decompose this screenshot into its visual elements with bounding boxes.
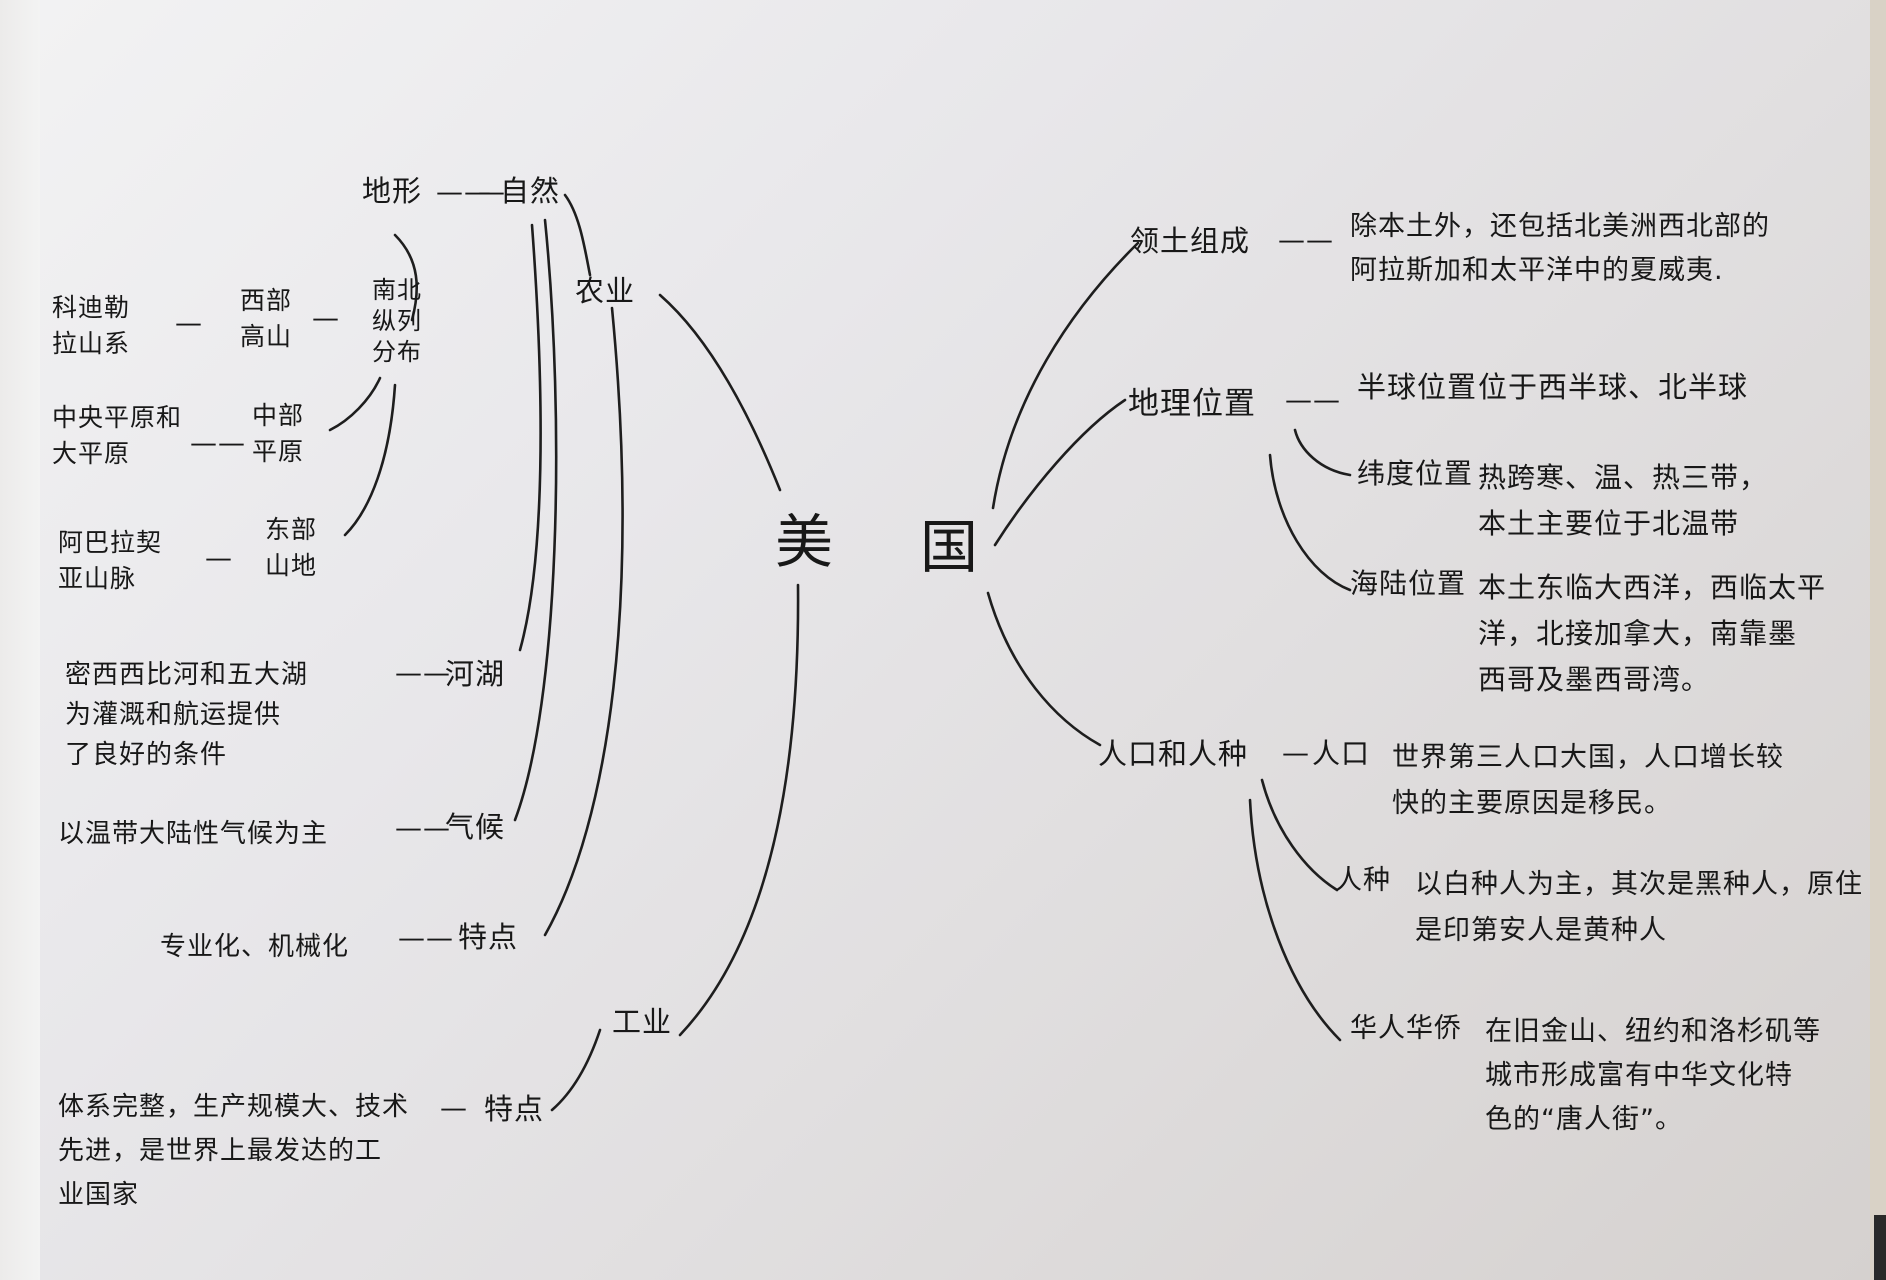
connector-dash: —	[312, 303, 340, 334]
location-sea-land-label: 海陆位置	[1350, 567, 1467, 600]
node-agriculture: 农业	[575, 274, 636, 308]
connector-dash: ——	[1278, 225, 1334, 256]
detail-agri-features: 专业化、机械化	[160, 932, 350, 962]
population-overseas-chinese-detail: 在旧金山、纽约和洛杉矶等 城市形成富有中华文化特 色的“唐人街”。	[1485, 1016, 1821, 1135]
center-title-char-1: 美	[775, 508, 835, 576]
connector-dash: —	[440, 1093, 468, 1124]
detail-region-west: 科迪勒 拉山系	[52, 293, 131, 358]
location-latitude-label: 纬度位置	[1357, 457, 1474, 490]
connector-dash: —	[205, 543, 233, 574]
node-terrain: 地形	[362, 174, 423, 208]
connector-dash: ——	[1285, 385, 1341, 416]
node-rivers: 河湖	[445, 657, 506, 691]
node-climate: 气候	[445, 810, 506, 844]
center-title-char-2: 国	[920, 513, 980, 581]
detail-climate: 以温带大陆性气候为主	[58, 819, 329, 849]
node-terrain-pattern: 南北 纵列 分布	[372, 276, 422, 366]
detail-region-central: 中央平原和 大平原	[52, 403, 183, 468]
population-overseas-chinese-label: 华人华侨	[1350, 1013, 1462, 1044]
connector-dash: —	[1282, 738, 1310, 769]
location-latitude-detail: 热跨寒、温、热三带， 本土主要位于北温带	[1478, 461, 1769, 540]
connector-dash: ——	[190, 428, 246, 459]
detail-territory: 除本土外，还包括北美洲西北部的 阿拉斯加和太平洋中的夏威夷.	[1350, 211, 1770, 286]
detail-industry-features: 体系完整，生产规模大、技术 先进，是世界上最发达的工 业国家	[58, 1092, 410, 1210]
location-hemisphere-detail: 位于西半球、北半球	[1478, 370, 1749, 404]
node-industry-features: 特点	[484, 1092, 545, 1126]
node-industry: 工业	[612, 1005, 673, 1039]
node-location: 地理位置	[1128, 386, 1256, 422]
desk-corner	[1874, 1215, 1886, 1280]
connector-dash: ——	[436, 177, 492, 208]
paper-edge-left	[0, 0, 40, 1280]
detail-region-east: 阿巴拉契 亚山脉	[58, 528, 163, 593]
node-nature: 自然	[500, 174, 561, 208]
connector-dash: ——	[395, 658, 451, 689]
connector-dash: ——	[395, 813, 451, 844]
connector-dash: —	[175, 308, 203, 339]
population-people-detail: 世界第三人口大国，人口增长较 快的主要原因是移民。	[1392, 742, 1784, 819]
node-population: 人口和人种	[1098, 737, 1249, 771]
population-race-detail: 以白种人为主，其次是黑种人，原住 是印第安人是黄种人	[1415, 869, 1863, 946]
detail-rivers: 密西西比河和五大湖 为灌溉和航运提供 了良好的条件	[65, 660, 309, 770]
node-region-west: 西部 高山	[240, 286, 293, 351]
population-race-label: 人种	[1335, 865, 1391, 896]
node-region-central: 中部 平原	[252, 401, 305, 466]
location-hemisphere-label: 半球位置	[1357, 370, 1478, 404]
population-people-label: 人口	[1312, 737, 1371, 770]
node-territory: 领土组成	[1130, 224, 1251, 258]
node-agri-features: 特点	[458, 920, 519, 954]
node-region-east: 东部 山地	[265, 515, 318, 580]
location-sea-land-detail: 本土东临大西洋，西临太平 洋，北接加拿大，南靠墨 西哥及墨西哥湾。	[1478, 571, 1827, 696]
paper-sheet	[40, 0, 1870, 1280]
connector-dash: ——	[398, 923, 454, 954]
connector-dash: —	[478, 177, 506, 208]
